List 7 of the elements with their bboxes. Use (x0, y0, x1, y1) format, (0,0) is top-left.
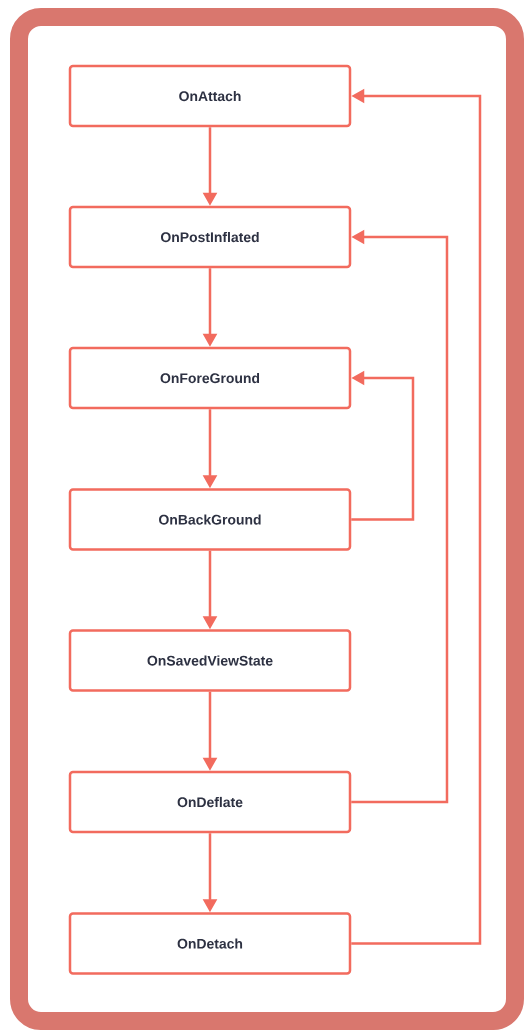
process-box: OnPostInflated (68, 205, 352, 269)
process-box: OnForeGround (68, 346, 352, 410)
process-box: OnSavedViewState (68, 629, 352, 692)
process-box: OnDeflate (68, 770, 352, 834)
process-box: OnAttach (68, 64, 352, 128)
process-box: OnDetach (68, 912, 352, 975)
process-box: OnBackGround (68, 488, 352, 551)
